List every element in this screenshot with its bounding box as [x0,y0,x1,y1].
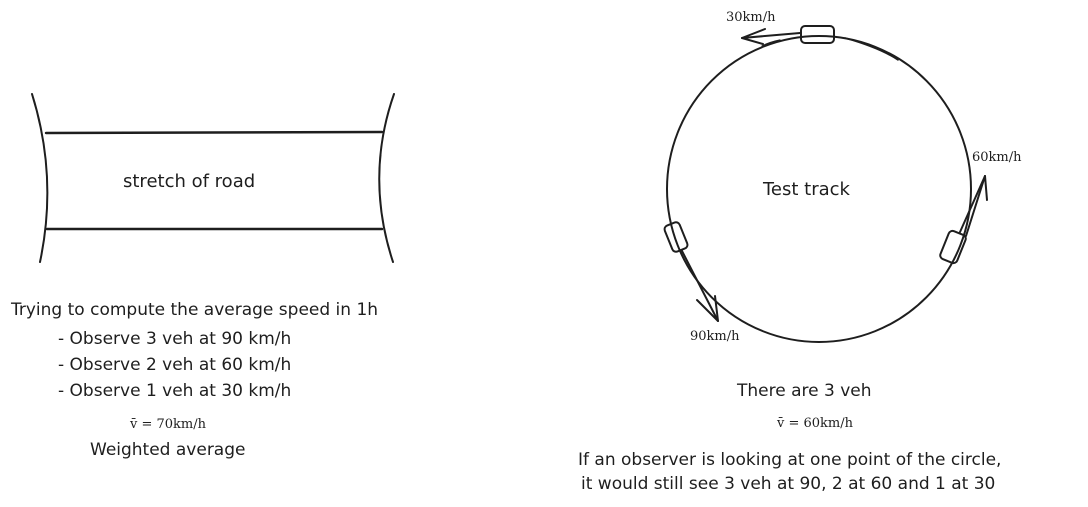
track-avg-value: = 60km/h [784,416,854,431]
vehicle-right [939,229,967,265]
track-circle [666,35,972,343]
arrow-60kmh [959,175,988,237]
road-heading: Trying to compute the average speed in 1… [11,300,379,320]
track-average-formula: v̄ = 60km/h [777,416,853,431]
observer-note-line-1: If an observer is looking at one point o… [578,450,1002,470]
test-track [666,35,972,343]
arrow-30kmh [741,28,801,45]
speed-label-60: 60km/h [972,150,1022,165]
track-avg-symbol: v̄ [777,416,785,431]
observation-1: - Observe 3 veh at 90 km/h [58,329,292,349]
road-stretch [31,93,395,263]
observation-3: - Observe 1 veh at 30 km/h [58,381,292,401]
track-label: Test track [763,179,850,200]
road-top-line [44,130,384,135]
road-avg-value: = 70km/h [137,417,207,432]
road-label: stretch of road [123,171,256,192]
road-avg-symbol: v̄ [130,417,138,432]
road-left-edge [31,93,49,263]
observer-note-line-2: it would still see 3 veh at 90, 2 at 60 … [581,474,996,494]
vehicle-left [663,221,689,253]
weighted-average-caption: Weighted average [90,440,246,460]
road-right-edge [378,93,395,263]
vehicles-count-text: There are 3 veh [737,381,872,401]
speed-label-90: 90km/h [690,329,740,344]
road-average-formula: v̄ = 70km/h [130,417,206,432]
observation-2: - Observe 2 veh at 60 km/h [58,355,292,375]
arrow-90kmh [681,250,719,322]
speed-label-30: 30km/h [726,10,776,25]
vehicle-top [800,25,835,44]
